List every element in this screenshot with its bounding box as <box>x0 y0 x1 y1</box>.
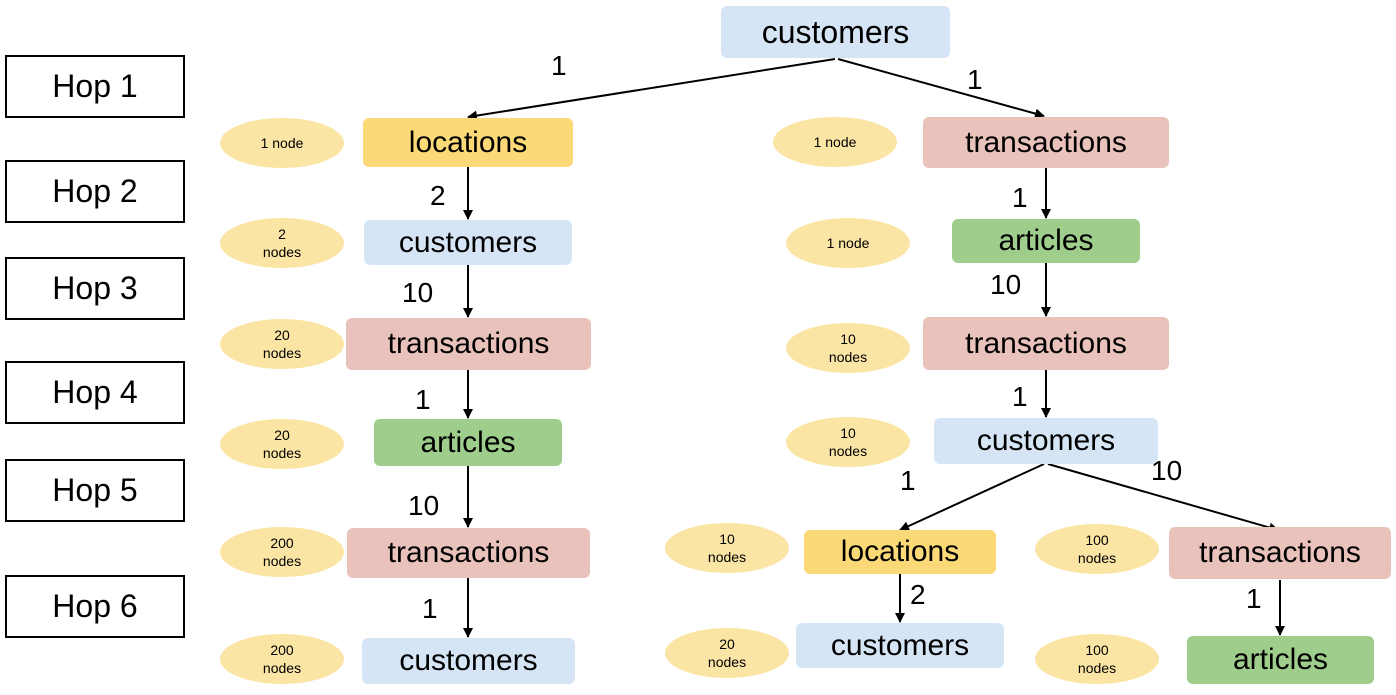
count-right-hop5-locations: 10 nodes <box>665 523 789 573</box>
node-root-customers: customers <box>721 6 950 58</box>
edge-label-l5-l6: 1 <box>422 593 438 624</box>
hop-label-4: Hop 4 <box>5 361 185 424</box>
edge-label-root-r1: 1 <box>967 64 983 95</box>
edge-label-l3-l4: 1 <box>415 384 431 415</box>
edge-label-r5b-r6b: 1 <box>1246 583 1262 614</box>
node-right-hop6-articles: articles <box>1187 636 1374 684</box>
node-left-hop5-transactions: transactions <box>347 528 590 578</box>
node-left-hop6-customers: customers <box>362 638 575 684</box>
count-right-hop6-articles: 100 nodes <box>1035 634 1159 684</box>
count-right-hop1: 1 node <box>773 117 897 167</box>
count-right-hop3: 10 nodes <box>786 323 910 373</box>
count-right-hop2: 1 node <box>786 218 910 268</box>
count-left-hop3: 20 nodes <box>220 319 344 369</box>
edge-label-r4-r5b: 10 <box>1151 455 1183 486</box>
count-left-hop4: 20 nodes <box>220 419 344 469</box>
hop-label-2: Hop 2 <box>5 160 185 223</box>
edge-label-l1-l2: 2 <box>430 180 446 211</box>
node-right-hop4-customers: customers <box>934 418 1158 464</box>
node-right-hop5-transactions: transactions <box>1169 527 1391 579</box>
edge-label-l2-l3: 10 <box>402 277 434 308</box>
count-left-hop2: 2 nodes <box>220 218 344 268</box>
node-right-hop6-customers: customers <box>796 623 1004 668</box>
edge-r4-r5b <box>1047 463 1279 533</box>
edge-label-r2-r3: 10 <box>990 269 1022 300</box>
count-left-hop1: 1 node <box>220 118 344 168</box>
edge-label-root-l1: 1 <box>551 50 567 81</box>
hop-label-6: Hop 6 <box>5 575 185 638</box>
node-left-hop1-locations: locations <box>363 118 573 167</box>
node-right-hop3-transactions: transactions <box>923 317 1169 370</box>
count-right-hop6-customers: 20 nodes <box>665 628 789 678</box>
hop-label-1: Hop 1 <box>5 55 185 118</box>
edge-label-l4-l5: 10 <box>408 490 440 521</box>
edge-label-r1-r2: 1 <box>1012 182 1028 213</box>
edge-label-r4-r5a: 1 <box>900 465 916 496</box>
node-left-hop3-transactions: transactions <box>346 318 591 370</box>
edge-root-r1 <box>837 58 1045 119</box>
count-left-hop6: 200 nodes <box>220 634 344 684</box>
count-left-hop5: 200 nodes <box>220 527 344 577</box>
edge-label-r5a-r6a: 2 <box>910 579 926 610</box>
hop-label-5: Hop 5 <box>5 459 185 522</box>
edge-label-r3-r4: 1 <box>1012 381 1028 412</box>
node-left-hop4-articles: articles <box>374 419 562 466</box>
hop-label-3: Hop 3 <box>5 257 185 320</box>
edge-r4-r5a <box>899 463 1045 531</box>
count-right-hop5-transactions: 100 nodes <box>1035 524 1159 574</box>
edge-root-l1 <box>467 58 836 121</box>
node-right-hop5-locations: locations <box>804 530 996 574</box>
node-left-hop2-customers: customers <box>364 220 572 265</box>
node-right-hop1-transactions: transactions <box>923 117 1169 168</box>
node-right-hop2-articles: articles <box>952 219 1140 263</box>
count-right-hop4: 10 nodes <box>786 417 910 467</box>
